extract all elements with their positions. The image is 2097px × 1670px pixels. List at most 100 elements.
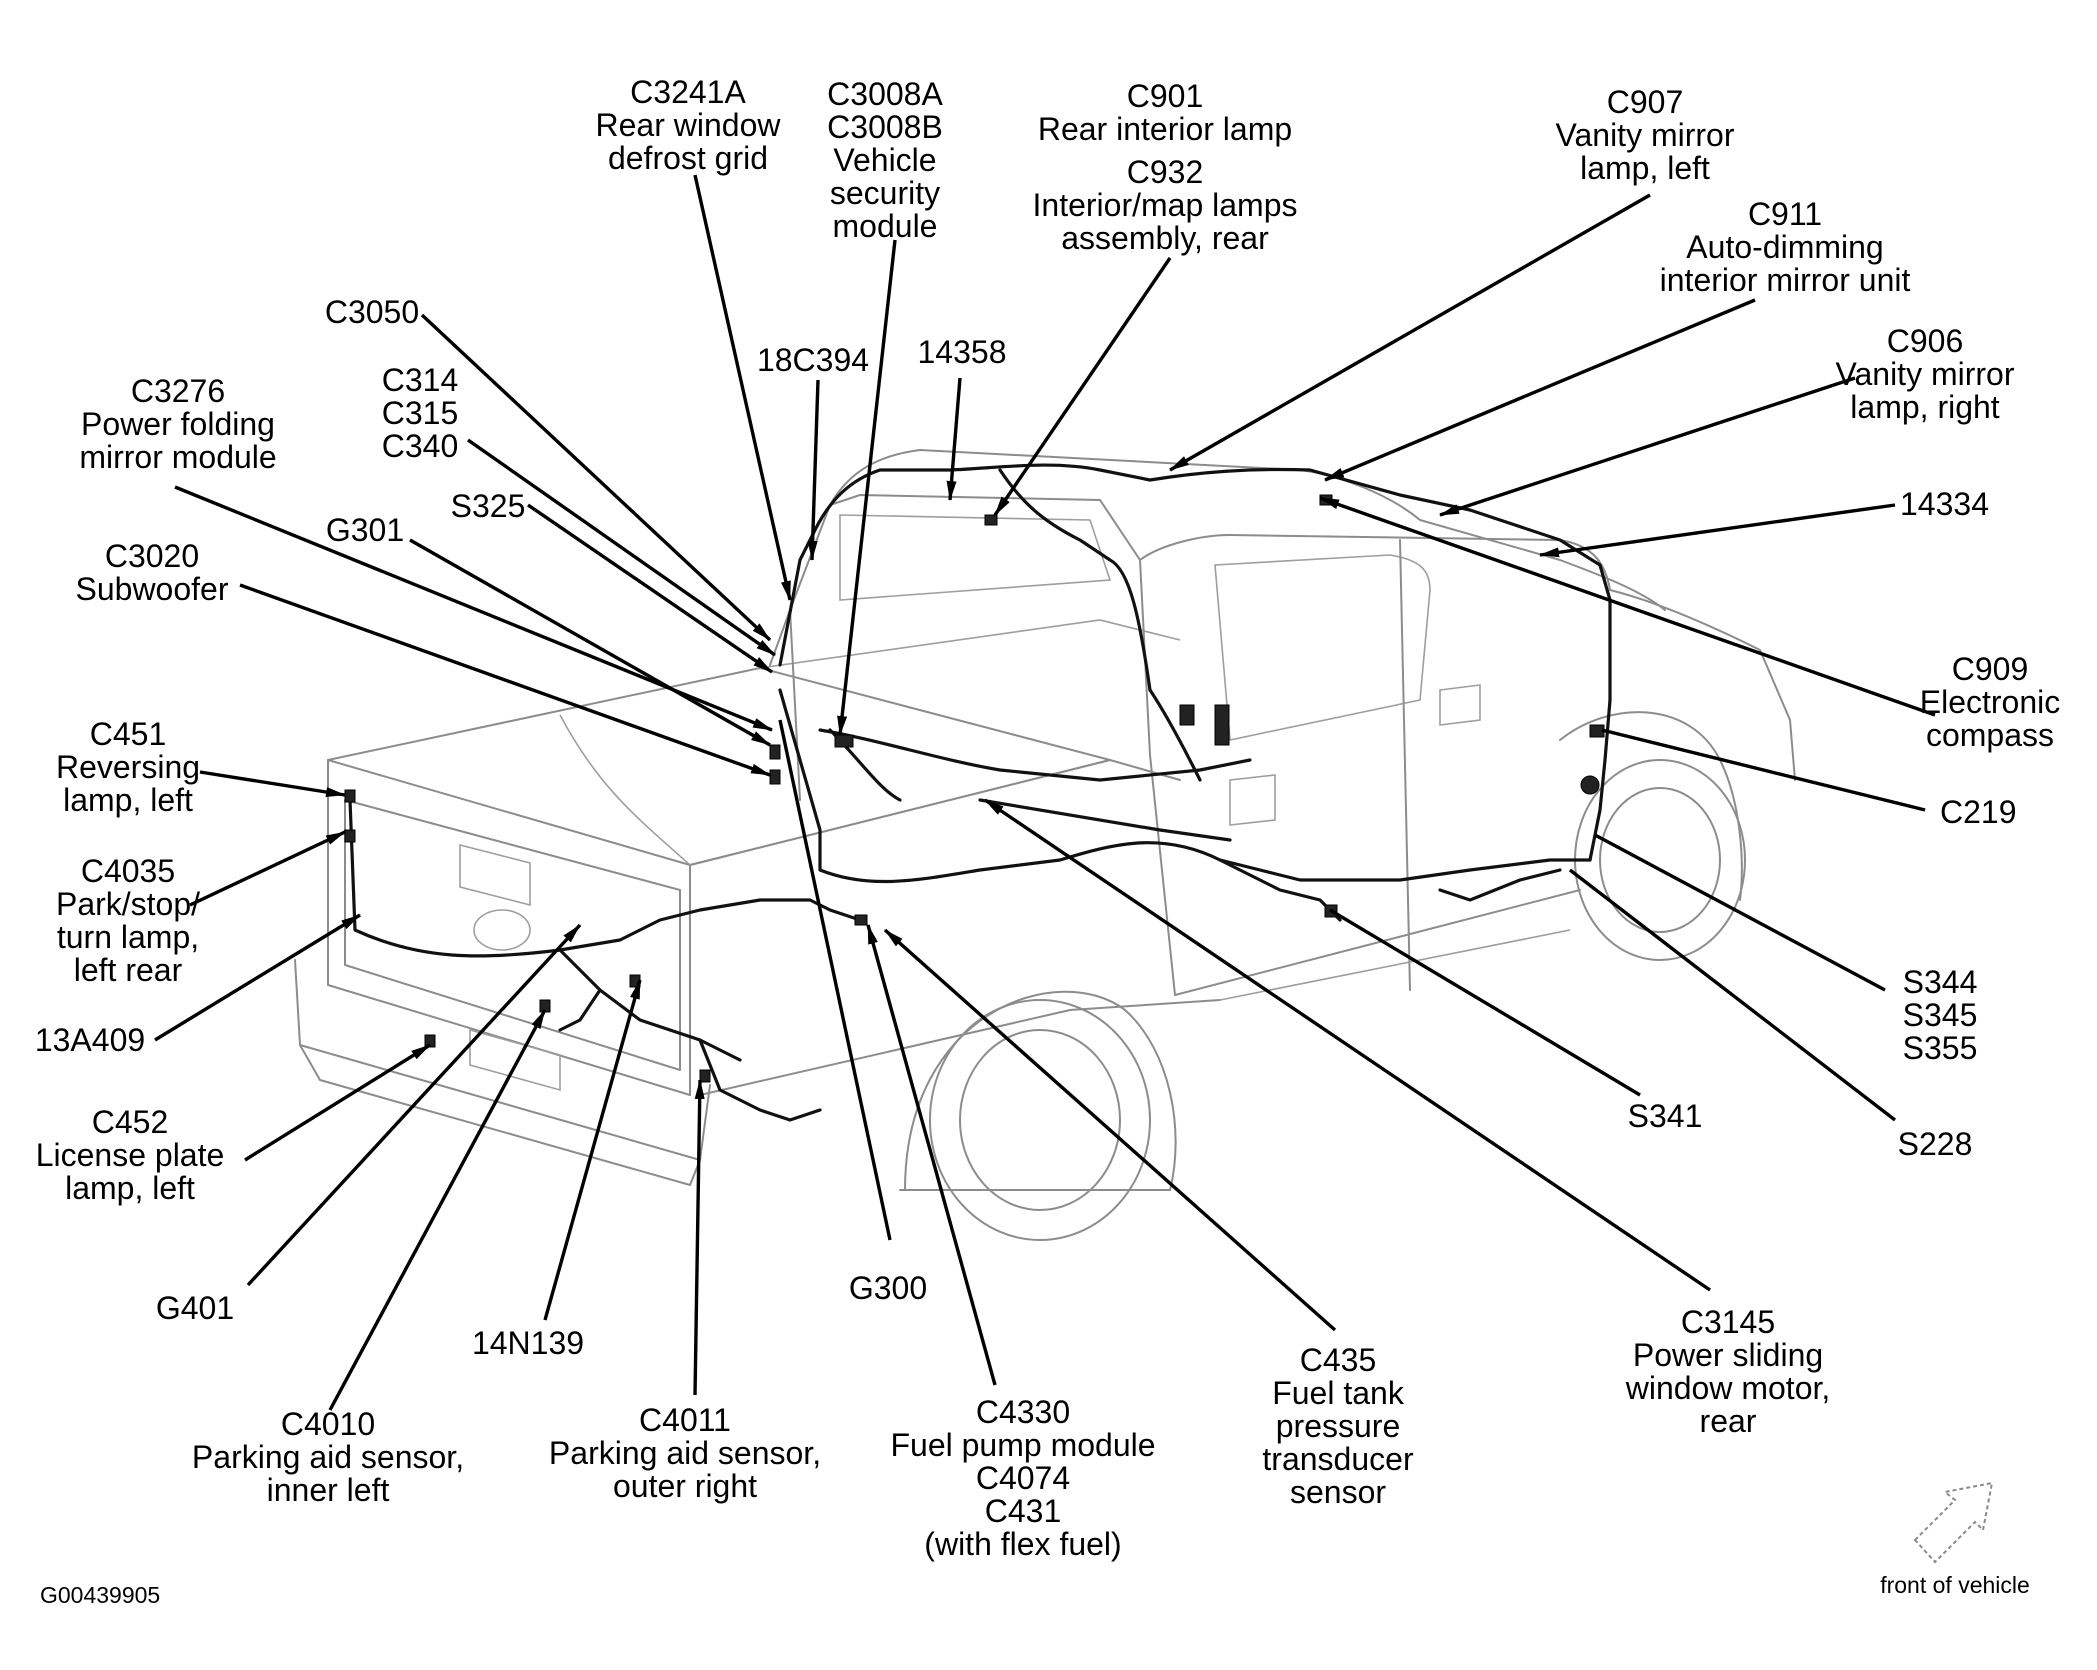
- label-line: Parking aid sensor,: [548, 1435, 822, 1471]
- label-line: lamp, right: [1850, 389, 2000, 425]
- label-line: C431: [984, 1493, 1062, 1529]
- label-line: lamp, left: [65, 1170, 195, 1206]
- label-line: inner left: [266, 1472, 390, 1508]
- truck-outline: [294, 449, 1796, 1241]
- label-14334: 14334: [1900, 488, 1989, 521]
- label-line: C219: [1940, 794, 2017, 830]
- label-line: C932: [1126, 154, 1204, 190]
- label-line: pressure: [1275, 1408, 1401, 1444]
- label-line: (with flex fuel): [924, 1526, 1122, 1562]
- label-line: C3276: [130, 373, 226, 409]
- label-14n139: 14N139: [472, 1327, 584, 1360]
- label-line: outer right: [612, 1468, 758, 1504]
- label-line: module: [832, 208, 938, 244]
- label-line: rear: [1699, 1403, 1757, 1439]
- label-line: 14334: [1900, 486, 1989, 522]
- label-line: Vanity mirror: [1555, 117, 1735, 153]
- label-line: Reversing: [55, 749, 201, 785]
- label-line: Subwoofer: [75, 571, 229, 607]
- label-line: lamp, left: [63, 782, 193, 818]
- label-line: mirror module: [79, 439, 277, 475]
- label-line: C901: [1126, 78, 1204, 114]
- label-line: S344: [1902, 964, 1978, 1000]
- label-line: C3008B: [827, 109, 943, 145]
- label-line: Electronic: [1919, 684, 2061, 720]
- label-c3050: C3050: [325, 296, 419, 329]
- label-line: Rear interior lamp: [1037, 111, 1293, 147]
- label-line: C314: [381, 362, 459, 398]
- label-14358: 14358: [918, 336, 1007, 369]
- label-line: C3145: [1680, 1304, 1776, 1340]
- leader-lines: [154, 174, 1936, 1411]
- label-line: C3241A: [630, 74, 746, 110]
- label-line: C3008A: [827, 76, 943, 112]
- label-line: G300: [848, 1270, 928, 1306]
- label-line: 14N139: [471, 1325, 585, 1361]
- direction-arrow-icon: [1913, 1481, 1994, 1564]
- label-line: C3020: [104, 538, 200, 574]
- label-line: C906: [1886, 323, 1964, 359]
- label-line: C435: [1299, 1342, 1377, 1378]
- label-s341: S341: [1628, 1100, 1703, 1133]
- label-line: S341: [1627, 1098, 1703, 1134]
- label-line: Fuel tank: [1272, 1375, 1404, 1411]
- label-line: interior mirror unit: [1659, 262, 1911, 298]
- label-line: C4011: [639, 1402, 731, 1438]
- label-line: 18C394: [756, 342, 870, 378]
- label-line: C911: [1747, 196, 1823, 232]
- label-line: left rear: [73, 952, 183, 988]
- label-line: Auto-dimming: [1686, 229, 1884, 265]
- label-c219: C219: [1940, 796, 2017, 829]
- front-of-vehicle-label: front of vehicle: [1880, 1572, 2030, 1598]
- label-line: turn lamp,: [56, 919, 200, 955]
- label-13a409: 13A409: [35, 1024, 145, 1057]
- label-line: Interior/map lamps: [1032, 187, 1298, 223]
- label-line: S345: [1902, 997, 1978, 1033]
- label-line: C451: [89, 716, 167, 752]
- label-line: S228: [1897, 1126, 1973, 1162]
- label-line: Park/stop/: [55, 886, 201, 922]
- label-line: C4010: [280, 1406, 376, 1442]
- label-line: window motor,: [1625, 1370, 1831, 1406]
- label-line: S355: [1902, 1030, 1978, 1066]
- label-s325: S325: [451, 490, 526, 523]
- label-line: C340: [381, 428, 459, 464]
- label-line: transducer: [1262, 1441, 1414, 1477]
- label-line: C315: [381, 395, 459, 431]
- label-line: compass: [1925, 717, 2055, 753]
- label-line: S325: [450, 488, 526, 524]
- label-line: License plate: [35, 1137, 225, 1173]
- label-line: Power sliding: [1632, 1337, 1824, 1373]
- label-line: G401: [155, 1290, 235, 1326]
- label-line: assembly, rear: [1061, 220, 1269, 256]
- label-line: C909: [1951, 651, 2029, 687]
- label-line: C452: [91, 1104, 169, 1140]
- label-line: C4330: [975, 1394, 1071, 1430]
- figure-id: G00439905: [40, 1582, 161, 1608]
- label-18c394: 18C394: [757, 344, 869, 377]
- label-line: Vanity mirror: [1835, 356, 2015, 392]
- label-line: security: [829, 175, 941, 211]
- label-line: G301: [325, 512, 405, 548]
- label-line: 13A409: [34, 1022, 146, 1058]
- label-line: C3050: [324, 294, 420, 330]
